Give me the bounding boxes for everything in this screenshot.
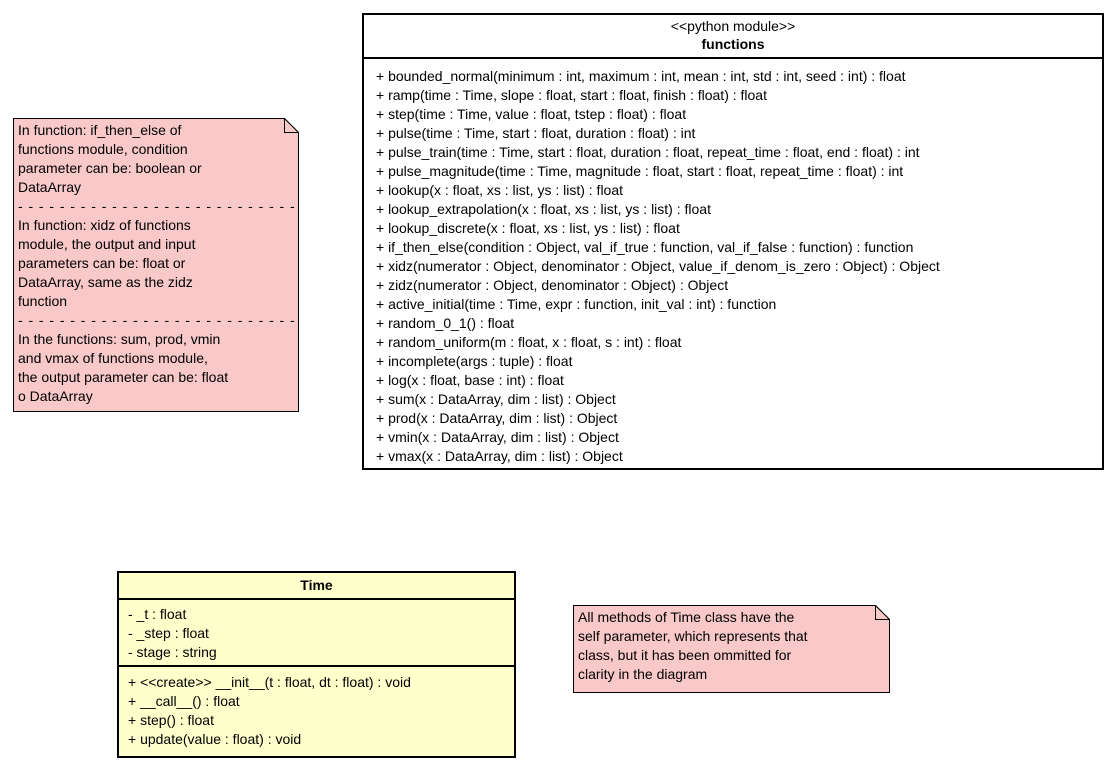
method-row: + <<create>> __init__(t : float, dt : fl… (128, 674, 411, 690)
module-name: functions (701, 36, 765, 52)
time-class-box: Time - _t : float - _step : float - stage … (117, 571, 516, 758)
method-row: + ramp(time : Time, slope : float, start… (376, 87, 767, 103)
time-class-name: Time (300, 577, 333, 593)
note-line: In the functions: sum, prod, vmin (18, 331, 221, 347)
method-row: + update(value : float) : void (128, 731, 302, 747)
note-line: o DataArray (18, 388, 93, 404)
functions-module-box: <<python module>> functions + bounded_no… (362, 13, 1104, 470)
functions-method-list: + bounded_normal(minimum : int, maximum … (364, 59, 1102, 466)
time-attribute-list: - _t : float - _step : float - stage : str… (119, 600, 514, 667)
note-line: parameter can be: boolean or (18, 160, 202, 176)
note-left-text: In function: if_then_else of functions mo… (18, 121, 296, 406)
note-shape (13, 118, 299, 412)
note-line: --------------------------- (18, 198, 296, 214)
note-right: All methods of Time class have the self p… (573, 605, 890, 693)
method-row: + active_initial(time : Time, expr : fun… (376, 296, 777, 312)
method-row: + if_then_else(condition : Object, val_i… (376, 239, 914, 255)
method-row: + sum(x : DataArray, dim : list) : Objec… (376, 391, 616, 407)
method-row: + prod(x : DataArray, dim : list) : Obje… (376, 410, 618, 426)
method-row: + pulse_train(time : Time, start : float… (376, 144, 920, 160)
attribute-row: - stage : string (128, 644, 217, 660)
note-line: DataArray (18, 179, 82, 195)
note-line: --------------------------- (18, 312, 296, 328)
time-method-list: + <<create>> __init__(t : float, dt : fl… (119, 667, 514, 749)
method-row: + step(time : Time, value : float, tstep… (376, 106, 687, 122)
method-row: + random_0_1() : float (376, 315, 515, 331)
attribute-row: - _t : float (128, 606, 187, 622)
note-line: function (18, 293, 68, 309)
method-row: + vmin(x : DataArray, dim : list) : Obje… (376, 429, 619, 445)
method-row: + random_uniform(m : float, x : float, s… (376, 334, 682, 350)
attribute-row: - _step : float (128, 625, 209, 641)
note-shape (573, 605, 890, 693)
method-row: + vmax(x : DataArray, dim : list) : Obje… (376, 448, 623, 464)
note-line: and vmax of functions module, (18, 350, 208, 366)
method-row: + __call__() : float (128, 693, 240, 709)
note-fold-icon (284, 118, 299, 133)
note-line: module, the output and input (18, 236, 196, 252)
method-row: + pulse(time : Time, start : float, dura… (376, 125, 696, 141)
method-row: + xidz(numerator : Object, denominator :… (376, 258, 940, 274)
note-line: self parameter, which represents that (578, 628, 808, 644)
note-line: parameters can be: float or (18, 255, 186, 271)
module-stereotype: <<python module>> (670, 18, 796, 34)
method-row: + incomplete(args : tuple) : float (376, 353, 573, 369)
note-line: the output parameter can be: float (18, 369, 229, 385)
functions-module-header: <<python module>> functions (364, 15, 1102, 59)
note-right-text: All methods of Time class have the self p… (578, 608, 887, 684)
note-line: In function: xidz of functions (18, 217, 191, 233)
method-row: + bounded_normal(minimum : int, maximum … (376, 68, 906, 84)
method-row: + step() : float (128, 712, 214, 728)
method-row: + pulse_magnitude(time : Time, magnitude… (376, 163, 904, 179)
note-line: DataArray, same as the zidz (18, 274, 193, 290)
note-fold-icon (875, 605, 890, 620)
method-row: + log(x : float, base : int) : float (376, 372, 564, 388)
note-line: functions module, condition (18, 141, 188, 157)
time-class-header: Time (119, 573, 514, 600)
note-line: In function: if_then_else of (18, 122, 182, 138)
method-row: + lookup(x : float, xs : list, ys : list… (376, 182, 624, 198)
note-line: class, but it has been ommitted for (578, 647, 792, 663)
method-row: + lookup_extrapolation(x : float, xs : l… (376, 201, 711, 217)
note-left: In function: if_then_else of functions mo… (13, 118, 299, 412)
note-line: clarity in the diagram (578, 666, 708, 682)
note-line: All methods of Time class have the (578, 609, 795, 625)
method-row: + lookup_discrete(x : float, xs : list, … (376, 220, 680, 236)
method-row: + zidz(numerator : Object, denominator :… (376, 277, 729, 293)
